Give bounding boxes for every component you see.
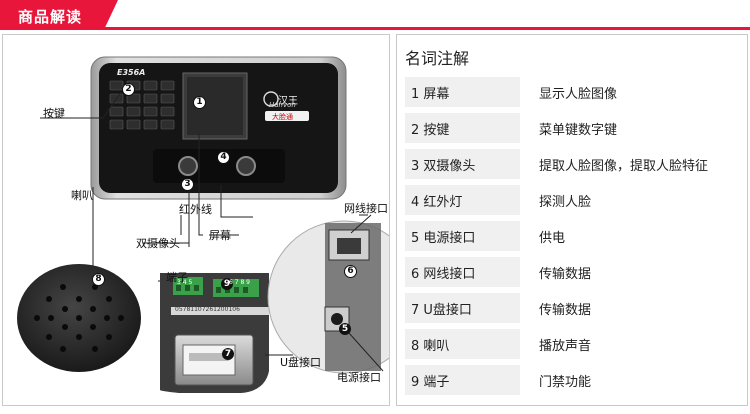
- glossary-panel: 名词注解 1 屏幕 显示人脸图像 2 按键 菜单键数字键 3 双摄像头 提取人脸…: [396, 34, 748, 406]
- label-dual-camera: 双摄像头: [136, 237, 180, 250]
- glossary-term: 6 网线接口: [411, 267, 476, 282]
- section-header: 商品解读: [0, 0, 750, 30]
- header-title: 商品解读: [18, 8, 83, 26]
- device-brand: 汉王: [278, 96, 298, 107]
- callout-4: 4: [217, 151, 230, 164]
- speaker-holes: [34, 284, 124, 352]
- glossary-term: 7 U盘接口: [411, 303, 472, 318]
- label-infrared: 红外线: [179, 203, 212, 216]
- label-speaker: 喇叭: [71, 189, 93, 202]
- device-illustration: [17, 56, 389, 393]
- header-tab: 商品解读: [0, 0, 118, 30]
- glossary-desc: 显示人脸图像: [539, 87, 618, 102]
- label-terminal: 端子: [166, 271, 188, 284]
- device-brand-en: Hanvon: [269, 101, 296, 109]
- glossary-term: 5 电源接口: [411, 231, 476, 246]
- glossary-term: 9 端子: [411, 375, 450, 390]
- glossary-row: 8 喇叭 播放声音: [405, 329, 741, 359]
- glossary-desc: 提取人脸图像，提取人脸特征: [539, 159, 709, 174]
- glossary-row: 3 双摄像头 提取人脸图像，提取人脸特征: [405, 149, 741, 179]
- device-model-label: E356A: [117, 68, 146, 77]
- glossary-row: 2 按键 菜单键数字键: [405, 113, 741, 143]
- device-illustration-panel: E356A 汉王 Hanvon 大脸通 2 1 3 4 8 9 7 6 5 按键…: [2, 34, 390, 406]
- label-keys: 按键: [43, 107, 65, 120]
- brand-badge: [265, 111, 309, 121]
- header-underline: [0, 27, 750, 30]
- callout-9: 9: [221, 278, 233, 290]
- terminal-label-strip: [171, 307, 269, 315]
- glossary-desc: 传输数据: [539, 267, 592, 282]
- label-network-port: 网线接口: [344, 202, 388, 215]
- terminal-code: 05781107261200106: [175, 306, 240, 313]
- label-power-port: 电源接口: [337, 371, 381, 384]
- glossary-row: 5 电源接口 供电: [405, 221, 741, 251]
- glossary-row: 7 U盘接口 传输数据: [405, 293, 741, 323]
- glossary-desc: 菜单键数字键: [539, 123, 618, 138]
- glossary-row: 1 屏幕 显示人脸图像: [405, 77, 741, 107]
- glossary-row: 4 红外灯 探测人脸: [405, 185, 741, 215]
- callout-1: 1: [193, 96, 206, 109]
- terminal-pins-top: 3 4 5: [177, 279, 193, 286]
- glossary-title: 名词注解: [405, 49, 470, 68]
- glossary-desc: 供电: [539, 231, 566, 246]
- callout-7: 7: [222, 348, 234, 360]
- glossary-desc: 探测人脸: [539, 195, 592, 210]
- glossary-term: 1 屏幕: [411, 87, 450, 102]
- callout-5: 5: [339, 323, 351, 335]
- label-usb-port: U盘接口: [280, 356, 322, 369]
- glossary-row: 6 网线接口 传输数据: [405, 257, 741, 287]
- label-screen: 屏幕: [209, 229, 231, 242]
- camera-left-icon: [178, 156, 198, 176]
- glossary-desc: 门禁功能: [539, 375, 592, 390]
- camera-right-icon: [236, 156, 256, 176]
- terminal-pins-right: 6 7 8 9: [229, 279, 250, 286]
- callout-6: 6: [344, 265, 357, 278]
- glossary-term: 4 红外灯: [411, 195, 463, 210]
- keypad: [109, 80, 175, 130]
- callout-3: 3: [181, 178, 194, 191]
- device-badge-text: 大脸通: [272, 113, 293, 121]
- glossary-term: 3 双摄像头: [411, 159, 476, 174]
- callout-2: 2: [122, 83, 135, 96]
- glossary-desc: 传输数据: [539, 303, 592, 318]
- glossary-desc: 播放声音: [539, 339, 592, 354]
- glossary-term: 8 喇叭: [411, 339, 450, 354]
- brand-logo-icon: [263, 91, 279, 107]
- glossary-term: 2 按键: [411, 123, 450, 138]
- glossary-row: 9 端子 门禁功能: [405, 365, 741, 395]
- callout-8: 8: [92, 273, 105, 286]
